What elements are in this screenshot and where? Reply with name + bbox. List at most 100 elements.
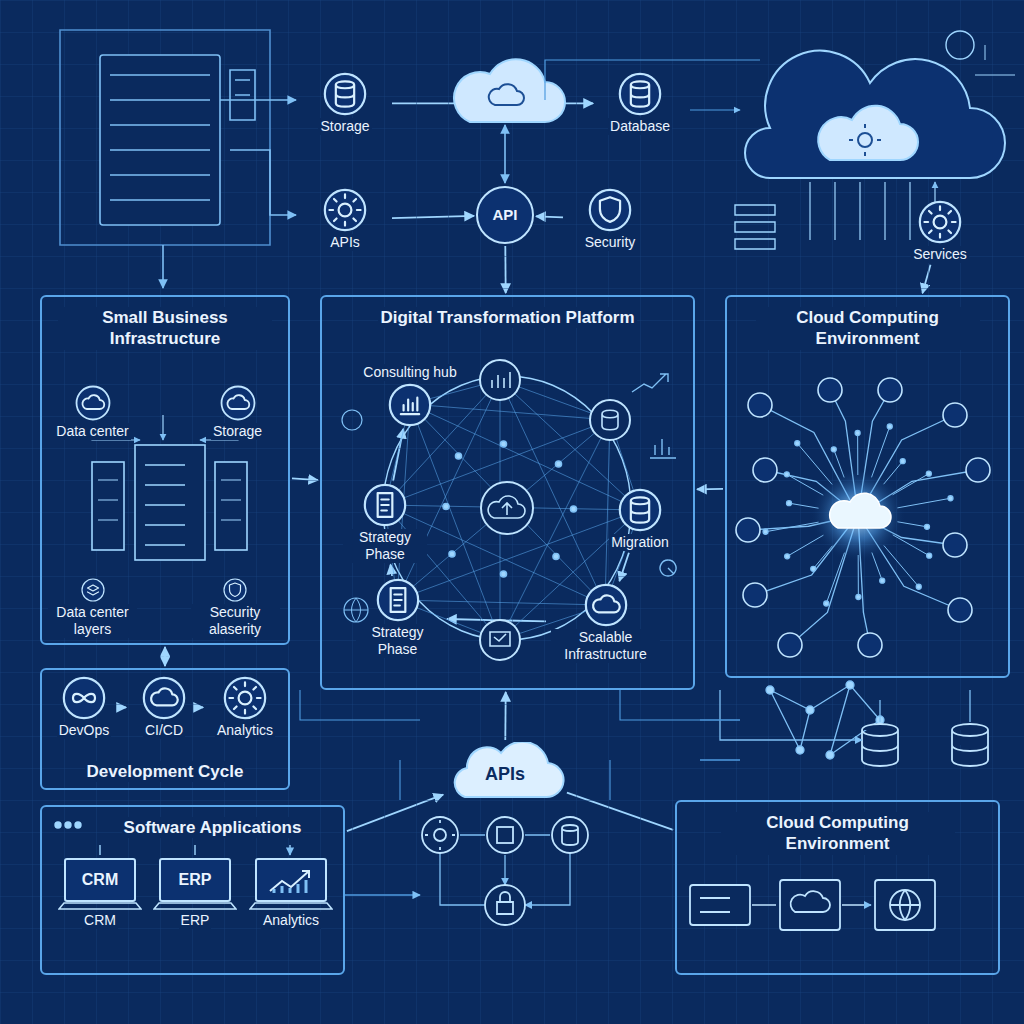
icon-node: Security	[565, 188, 655, 251]
node-icon	[75, 385, 111, 421]
node-icon	[323, 188, 367, 232]
icon-glyph	[87, 585, 98, 595]
api-cluster	[497, 827, 513, 843]
node-label: ERP	[179, 912, 212, 929]
laptop-base	[153, 902, 237, 910]
circuit-traces	[736, 378, 990, 657]
icon-glyph	[223, 578, 247, 602]
circuit-dot	[948, 496, 953, 501]
icon-glyph	[325, 74, 365, 114]
network-decor	[796, 746, 804, 754]
cloud-env-decor	[890, 890, 920, 920]
network-decor	[846, 681, 854, 689]
platform-decor	[385, 380, 640, 640]
infrastructure-decor	[215, 462, 247, 550]
network-decor	[720, 690, 970, 740]
icon-glyph	[924, 206, 955, 237]
node-label: CRM	[82, 912, 118, 929]
platform-decor	[383, 376, 631, 640]
platform-decor	[650, 439, 676, 458]
icon-glyph	[388, 383, 432, 427]
node-label: Storage	[318, 118, 371, 135]
icon-glyph	[390, 385, 430, 425]
icon-glyph	[229, 682, 260, 713]
node-icon	[918, 200, 962, 244]
group-panel: Digital Transformation PlatformConsultin…	[320, 295, 695, 690]
icon-node: Services	[900, 200, 980, 263]
node-label: Services	[911, 246, 969, 263]
laptop-node: ERPERP	[153, 858, 237, 929]
node-icon	[220, 385, 256, 421]
laptop-screen	[255, 858, 327, 902]
top-cloud	[489, 84, 524, 105]
icon-glyph	[620, 490, 660, 530]
software-decor	[75, 822, 81, 828]
services-cloud	[849, 124, 881, 156]
platform-decor	[490, 632, 510, 646]
circuit-trace	[766, 522, 819, 532]
circuit-node	[878, 378, 902, 402]
icon-glyph	[230, 583, 241, 597]
services-cloud	[818, 106, 918, 160]
server-rack	[230, 70, 255, 120]
icon-glyph	[223, 676, 267, 720]
node-icon	[376, 578, 420, 622]
group-panel: Cloud Computing Environment	[725, 295, 1010, 678]
circuit-dot	[887, 424, 892, 429]
mesh-line	[385, 380, 500, 505]
icon-glyph	[220, 385, 256, 421]
top-cloud	[504, 125, 506, 183]
node-label: Software Applications	[122, 817, 304, 838]
server-rack	[60, 30, 296, 288]
group-panel: Cloud Computing Environment	[675, 800, 1000, 975]
api-cluster	[300, 690, 700, 925]
icon-node: Data center	[45, 385, 140, 440]
icon-node: Database	[595, 72, 685, 135]
circuit-dot	[926, 471, 931, 476]
icon-glyph	[82, 579, 104, 601]
icon-glyph	[377, 580, 417, 620]
chart-glyph	[274, 880, 306, 893]
icon-glyph	[73, 694, 95, 702]
node-label: Development Cycle	[85, 761, 246, 782]
icon-node: Storage	[300, 72, 390, 135]
infrastructure-decor	[92, 462, 124, 550]
icon-glyph	[239, 692, 252, 705]
chart-glyph	[266, 865, 316, 895]
top-cloud	[454, 59, 565, 122]
icon-glyph	[618, 72, 662, 116]
top-cloud	[690, 109, 740, 110]
icon-glyph	[151, 688, 178, 705]
api-cluster	[300, 690, 700, 800]
circuit-node	[736, 518, 760, 542]
icon-glyph	[224, 579, 246, 601]
laptop-node: Analytics	[248, 858, 334, 929]
platform-decor	[660, 560, 676, 576]
mesh-dot	[443, 504, 449, 510]
node-label: CRM	[80, 870, 120, 889]
icon-node: Migration	[595, 488, 685, 551]
icon-glyph	[151, 688, 178, 705]
group-panel: Software ApplicationsCRM CRM ERPERPAnalyti…	[40, 805, 345, 975]
circuit-dot	[784, 472, 789, 477]
icon-glyph	[590, 190, 630, 230]
group-panel: Development CycleDevOpsCI/CDAnalytics	[40, 668, 290, 790]
laptop-screen: CRM	[64, 858, 136, 902]
icon-glyph	[934, 216, 947, 229]
platform-decor	[342, 410, 362, 430]
circuit-node	[818, 378, 842, 402]
laptop-node: CRM CRM	[58, 858, 142, 929]
node-label: Strategy Phase	[356, 624, 440, 658]
server-rack	[162, 245, 164, 288]
circuit-dot	[900, 459, 905, 464]
mesh-dot	[456, 453, 462, 459]
node-icon	[81, 578, 105, 602]
node-icon	[142, 676, 186, 720]
icon-glyph	[336, 81, 354, 106]
icon-glyph	[378, 493, 393, 517]
icon-glyph	[631, 81, 649, 106]
api-cluster	[425, 820, 455, 850]
node-icon	[363, 483, 407, 527]
platform-decor	[492, 372, 510, 388]
icon-node: API	[476, 186, 534, 244]
